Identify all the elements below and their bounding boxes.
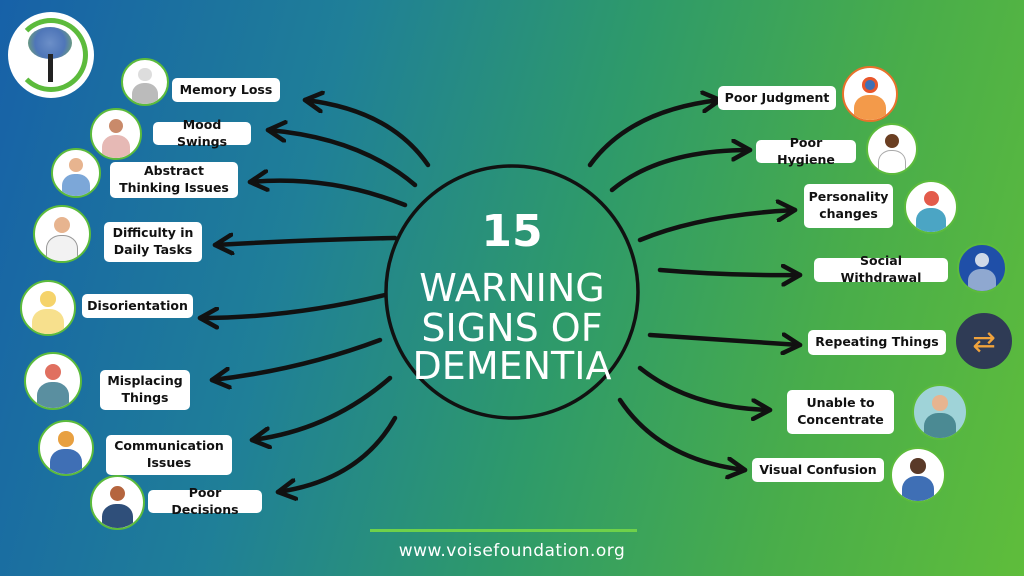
sign-label: Poor Decisions [148,485,262,517]
sign-label: Visual Confusion [752,458,884,482]
person-covering-face-icon [90,108,142,160]
distracted-person-icon [912,384,968,440]
multiple-masks-icon [904,180,958,234]
arrow-poor-decisions [275,415,398,492]
sign-label: Repeating Things [808,330,946,355]
arrow-concentrate [637,365,773,410]
title-line-3: DEMENTIA [412,344,612,388]
website-url[interactable]: www.voisefoundation.org [398,541,626,561]
arrow-communication [249,375,393,440]
group-chart-icon [38,420,94,476]
repeat-icon: ⇄ [956,313,1012,369]
sign-label: Memory Loss [172,78,280,102]
title-number: 15 [481,206,543,257]
sign-label: Misplacing Things [100,370,190,410]
stressed-man-icon [33,205,91,263]
sign-label: Abstract Thinking Issues [110,162,238,198]
scattered-items-icon [24,352,82,410]
washing-hands-icon [866,123,918,175]
sign-label: Disorientation [82,294,193,318]
arrow-social [657,270,803,275]
sign-label: Social Withdrawal [814,253,948,285]
sign-label: Personality changes [804,184,893,228]
arrow-daily-tasks [212,238,398,245]
arrow-misplacing [209,337,383,380]
sign-label: Difficulty in Daily Tasks [104,222,202,262]
confused-man-icon [51,148,101,198]
title-line-2: SIGNS OF [421,306,603,350]
arrow-disorientation [197,292,388,318]
arrow-repeating [647,335,803,345]
arrow-poor-judgment [587,100,723,168]
sign-label: Poor Hygiene [756,135,856,167]
arrow-visual [617,397,748,470]
sign-label: Unable to Concentrate [787,390,894,434]
sign-label: Communication Issues [106,435,232,475]
sign-label: Poor Judgment [718,86,836,110]
arrow-personality [637,210,798,243]
arrow-abstract [247,181,408,208]
title-line-1: WARNING [419,266,605,310]
disorientation-icon [20,280,76,336]
sign-label: Mood Swings [153,117,251,149]
pointing-hands-icon [842,66,898,122]
arrow-memory-loss [302,100,431,168]
arrow-mood-swings [265,130,418,188]
woman-at-desk-icon [90,475,145,530]
footer-divider [370,529,637,532]
confused-woman-icon [890,447,946,503]
center-circle [384,164,640,420]
foundation-logo [8,12,94,98]
arrow-poor-hygiene [609,150,753,193]
worried-elderly-person-icon [121,58,169,106]
isolated-person-icon [957,243,1007,293]
